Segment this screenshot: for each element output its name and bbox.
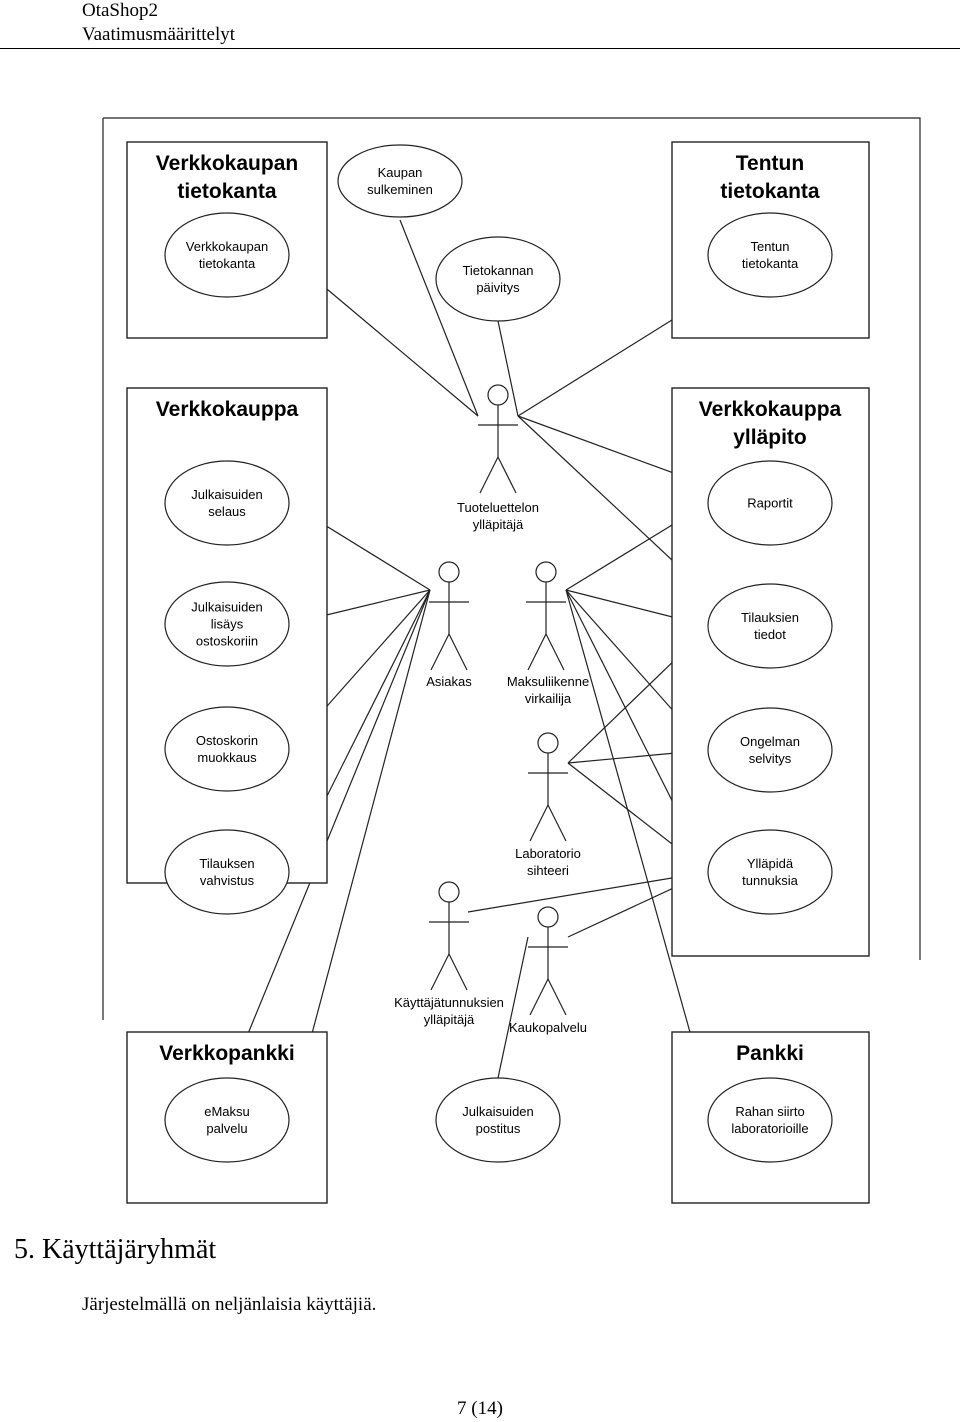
- use-case-yllapida-tunnuksia-label: Ylläpidä: [747, 856, 794, 871]
- use-case-kaupan-sulkeminen: [337, 144, 463, 218]
- use-case-tilauksen-vahvistus: [164, 829, 290, 915]
- box-verkkokauppa-yllapito-title: Verkkokauppa: [699, 398, 842, 421]
- page-number: 7 (14): [457, 1398, 503, 1419]
- use-case-julk-lisays: [164, 581, 290, 667]
- use-case-ongelman-selvitys-label: selvitys: [749, 751, 792, 766]
- use-case-kaupan-sulkeminen-label: Kaupan: [378, 165, 423, 180]
- actor-laboratorio-label: sihteeri: [527, 863, 569, 878]
- box-verkkokauppa-yllapito-title: ylläpito: [733, 426, 807, 449]
- system-boundary: [102, 117, 921, 1020]
- actor-kaukopalvelu-icon: [528, 906, 568, 1016]
- use-case-julk-selaus-label: selaus: [208, 504, 246, 519]
- use-case-kaupan-sulkeminen-label: sulkeminen: [367, 182, 433, 197]
- use-case-ongelman-selvitys: [707, 707, 833, 793]
- use-case-emaksu: [164, 1077, 290, 1163]
- actor-maksuliikenne-label: virkailija: [525, 691, 572, 706]
- use-case-ostoskorin-muokkaus: [164, 706, 290, 792]
- use-case-rahan-siirto-label: Rahan siirto: [735, 1104, 804, 1119]
- use-case-vk-tietokanta-label: Verkkokaupan: [186, 239, 268, 254]
- header-title: OtaShop2: [82, 0, 158, 21]
- box-tentun-tietokanta-title: tietokanta: [720, 180, 820, 203]
- use-case-raportit-label: Raportit: [747, 496, 793, 511]
- header-subtitle: Vaatimusmäärittelyt: [82, 24, 236, 45]
- association-line: [467, 871, 709, 913]
- actor-kaukopalvelu-label: Kaukopalvelu: [509, 1020, 587, 1035]
- use-case-julk-lisays-label: lisäys: [211, 617, 244, 632]
- association-line: [497, 936, 529, 1079]
- actor-laboratorio-icon: [528, 732, 568, 842]
- association-line: [399, 219, 479, 417]
- box-pankki-title: Pankki: [736, 1042, 804, 1065]
- use-case-tietokannan-paivitys: [435, 236, 561, 322]
- box-verkkokaupan-tietokanta-title: Verkkokaupan: [156, 152, 298, 175]
- use-case-tentun-tietokanta-label: tietokanta: [742, 256, 799, 271]
- use-case-rahan-siirto: [707, 1077, 833, 1163]
- use-case-ostoskorin-muokkaus-label: Ostoskorin: [196, 733, 258, 748]
- box-verkkokauppa-title: Verkkokauppa: [156, 398, 299, 421]
- use-case-tilauksien-tiedot-label: tiedot: [754, 627, 786, 642]
- use-case-emaksu-label: palvelu: [206, 1121, 247, 1136]
- actor-asiakas-icon: [429, 561, 469, 671]
- actor-kayttajatunnus-label: ylläpitäjä: [424, 1012, 475, 1027]
- use-case-raportit: [707, 460, 833, 546]
- use-case-tilauksien-tiedot: [707, 583, 833, 669]
- use-case-julk-selaus-label: Julkaisuiden: [191, 487, 263, 502]
- use-case-emaksu-label: eMaksu: [204, 1104, 250, 1119]
- actor-tuoteluettelon-icon: [478, 384, 518, 494]
- association-line: [228, 589, 431, 1081]
- use-case-julk-postitus-label: Julkaisuiden: [462, 1104, 534, 1119]
- actor-laboratorio-label: Laboratorio: [515, 846, 581, 861]
- use-case-tietokannan-paivitys-label: Tietokannan: [462, 263, 533, 278]
- use-case-julk-selaus: [164, 460, 290, 546]
- actor-kayttajatunnus-icon: [429, 881, 469, 991]
- use-case-tilauksen-vahvistus-label: vahvistus: [200, 873, 255, 888]
- section-heading: 5. Käyttäjäryhmät: [14, 1234, 217, 1265]
- use-case-vk-tietokanta: [164, 212, 290, 298]
- actor-kayttajatunnus-label: Käyttäjätunnuksien: [394, 995, 504, 1010]
- use-case-julk-postitus-label: postitus: [476, 1121, 521, 1136]
- association-line: [497, 320, 519, 417]
- use-case-vk-tietokanta-label: tietokanta: [199, 256, 256, 271]
- actor-maksuliikenne-icon: [526, 561, 566, 671]
- use-case-tentun-tietokanta-label: Tentun: [750, 239, 789, 254]
- use-case-julk-lisays-label: Julkaisuiden: [191, 600, 263, 615]
- use-case-tentun-tietokanta: [707, 212, 833, 298]
- use-case-tietokannan-paivitys-label: päivitys: [476, 280, 520, 295]
- use-case-ongelman-selvitys-label: Ongelman: [740, 734, 800, 749]
- box-verkkokaupan-tietokanta-title: tietokanta: [177, 180, 277, 203]
- use-case-julk-lisays-label: ostoskoriin: [196, 634, 258, 649]
- use-case-yllapida-tunnuksia-label: tunnuksia: [742, 873, 798, 888]
- actor-tuoteluettelon-label: ylläpitäjä: [473, 517, 524, 532]
- actor-asiakas-label: Asiakas: [426, 674, 472, 689]
- use-case-rahan-siirto-label: laboratorioille: [731, 1121, 808, 1136]
- actor-tuoteluettelon-label: Tuoteluettelon: [457, 500, 539, 515]
- use-case-yllapida-tunnuksia: [707, 829, 833, 915]
- box-verkkopankki-title: Verkkopankki: [159, 1042, 294, 1065]
- use-case-tilauksen-vahvistus-label: Tilauksen: [199, 856, 254, 871]
- use-case-tilauksien-tiedot-label: Tilauksien: [741, 610, 799, 625]
- section-text: Järjestelmällä on neljänlaisia käyttäjiä…: [82, 1294, 377, 1315]
- box-tentun-tietokanta-title: Tentun: [736, 152, 804, 175]
- header-rule: [0, 48, 960, 49]
- association-line: [565, 589, 710, 1101]
- use-case-ostoskorin-muokkaus-label: muokkaus: [197, 750, 257, 765]
- use-case-julk-postitus: [435, 1077, 561, 1163]
- actor-maksuliikenne-label: Maksuliikenne: [507, 674, 589, 689]
